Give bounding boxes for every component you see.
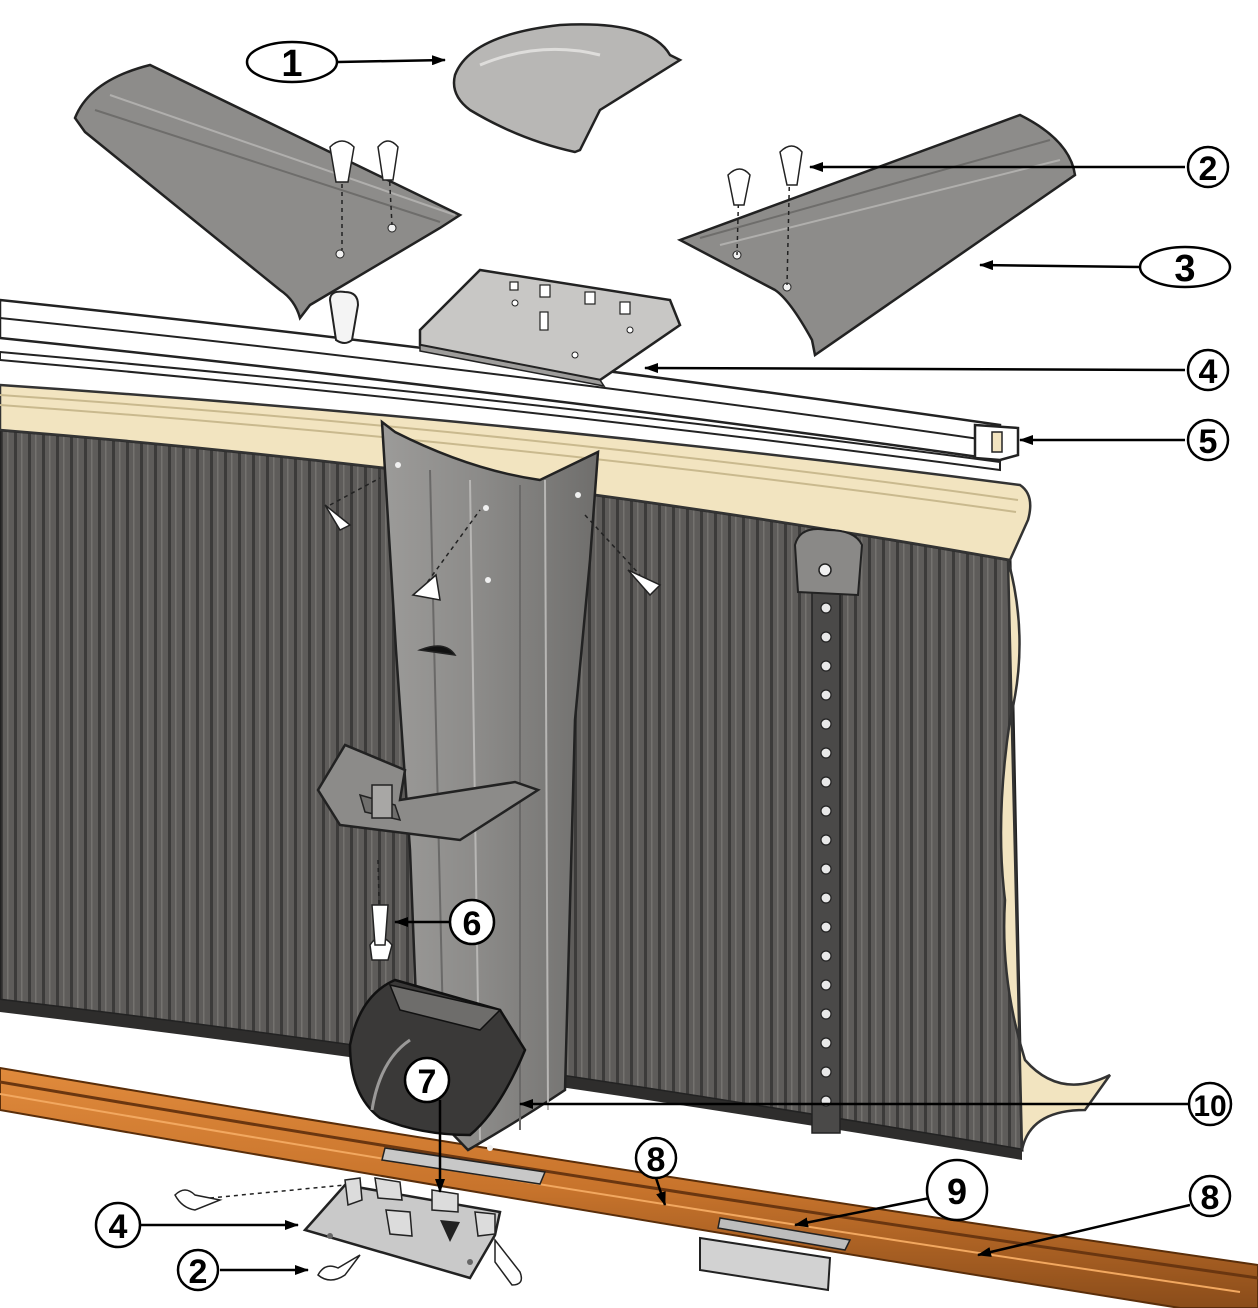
bottom-shoe xyxy=(348,978,527,1137)
callout-9-label: 9 xyxy=(947,1171,967,1212)
top-cap xyxy=(452,23,683,154)
bolt-hole xyxy=(820,747,832,759)
top-plate xyxy=(418,268,682,388)
bolt-hole xyxy=(820,631,832,643)
callout-2-top: 2 xyxy=(1186,145,1230,189)
bolt-hole xyxy=(820,892,832,904)
bolt-hole xyxy=(820,660,832,672)
callout-2-bottom: 2 xyxy=(176,1248,220,1292)
screws xyxy=(174,140,803,1286)
callout-6-label: 6 xyxy=(463,905,482,943)
top-ledge-right xyxy=(676,113,1077,358)
callout-7-label: 7 xyxy=(418,1063,437,1101)
callout-8-middle-label: 8 xyxy=(647,1141,666,1179)
callout-7: 7 xyxy=(403,1056,451,1104)
callout-4-top-label: 4 xyxy=(1199,353,1218,391)
bolt-hole xyxy=(820,921,832,933)
callout-10: 10 xyxy=(1187,1081,1233,1127)
bolt-hole xyxy=(820,689,832,701)
bolt-hole xyxy=(820,805,832,817)
callout-1-label: 1 xyxy=(281,43,302,85)
wall-bolt-strip xyxy=(793,528,864,1134)
callout-5: 5 xyxy=(1186,418,1230,462)
callout-4-top: 4 xyxy=(1186,348,1230,392)
callout-2-bottom-label: 2 xyxy=(189,1253,208,1291)
bolt-hole xyxy=(820,718,832,730)
callout-9: 9 xyxy=(925,1158,989,1222)
top-ledge-left xyxy=(73,63,463,344)
callout-8-right-label: 8 xyxy=(1201,1179,1220,1217)
callout-5-label: 5 xyxy=(1199,423,1218,461)
pool-liner xyxy=(0,383,1112,1151)
bolt-hole xyxy=(820,863,832,875)
bolt-hole xyxy=(820,950,832,962)
leader-arrows xyxy=(140,55,1191,1275)
top-rail xyxy=(0,298,1020,472)
callout-4-bottom: 4 xyxy=(94,1201,142,1249)
callout-2-top-label: 2 xyxy=(1199,150,1218,188)
callout-8-middle: 8 xyxy=(634,1136,678,1180)
callout-8-right: 8 xyxy=(1188,1174,1232,1218)
callout-4-bottom-label: 4 xyxy=(109,1208,128,1246)
bolt-hole xyxy=(820,1037,832,1049)
callout-3: 3 xyxy=(1138,245,1232,290)
bolt-hole xyxy=(820,602,832,614)
callout-6: 6 xyxy=(448,898,496,946)
bottom-rail xyxy=(0,1066,1258,1308)
bolt-hole xyxy=(820,979,832,991)
bolt-hole xyxy=(820,776,832,788)
upright-bracket xyxy=(316,743,541,842)
callout-3-label: 3 xyxy=(1174,248,1195,290)
bolt-hole xyxy=(820,1066,832,1078)
bolt-hole xyxy=(820,1008,832,1020)
callout-1: 1 xyxy=(245,40,339,85)
callout-10-label: 10 xyxy=(1193,1090,1226,1123)
bottom-plate xyxy=(302,1177,502,1280)
bolt-hole xyxy=(820,834,832,846)
